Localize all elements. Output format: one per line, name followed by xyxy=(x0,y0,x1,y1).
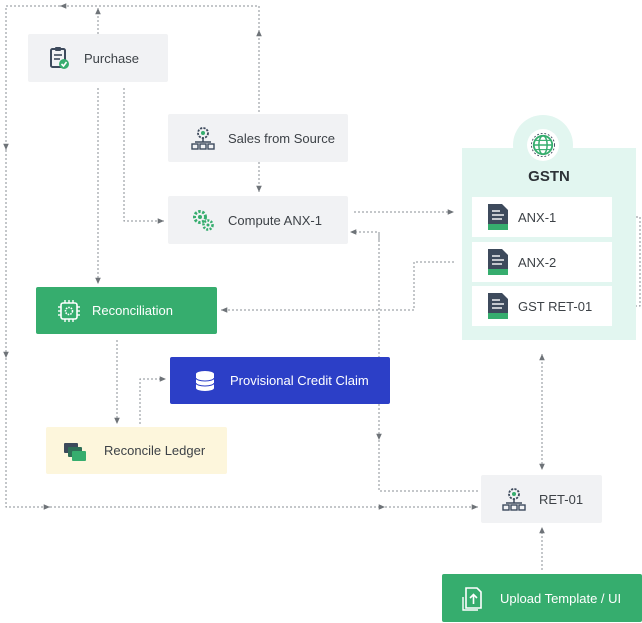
ret01-node[interactable]: RET-01 xyxy=(481,475,602,523)
gstn-doc-anx2[interactable]: ANX-2 xyxy=(472,242,612,282)
compute-anx1-label: Compute ANX-1 xyxy=(228,212,322,228)
gstn-title: GSTN xyxy=(528,168,570,185)
upload-template-node[interactable]: Upload Template / UI xyxy=(442,574,642,622)
provisional-credit-claim-node[interactable]: Provisional Credit Claim xyxy=(170,357,390,404)
connector-left-loop-down xyxy=(3,5,60,150)
reconcile-ledger-label: Reconcile Ledger xyxy=(104,443,206,458)
connector-sales-top-loop xyxy=(60,3,260,112)
gears-icon xyxy=(190,207,216,233)
purchase-label: Purchase xyxy=(84,50,139,66)
gstn-doc-anx1[interactable]: ANX-1 xyxy=(472,197,612,237)
reconciliation-node[interactable]: Reconciliation xyxy=(36,287,217,334)
upload-template-label: Upload Template / UI xyxy=(500,590,622,606)
gstn-badge xyxy=(513,115,573,175)
gstn-doc-anx2-label: ANX-2 xyxy=(518,254,557,270)
globe-icon xyxy=(527,129,559,161)
gstn-doc-gst-ret01[interactable]: GST RET-01 xyxy=(472,286,612,326)
gstn-doc-anx1-label: ANX-1 xyxy=(518,209,557,225)
upload-file-icon xyxy=(460,585,486,611)
sales-from-source-label: Sales from Source xyxy=(228,130,335,146)
purchase-node[interactable]: Purchase xyxy=(28,34,168,82)
reconciliation-label: Reconciliation xyxy=(92,303,173,318)
document-icon xyxy=(486,248,510,276)
connector-ledger-provisional xyxy=(139,376,166,424)
connector-anx2-reconciliation xyxy=(221,261,454,313)
connector-left-bottom xyxy=(5,358,50,510)
ret01-label: RET-01 xyxy=(539,491,584,507)
document-icon xyxy=(486,292,510,320)
connector-purchase-compute xyxy=(123,88,164,224)
gear-network-icon xyxy=(190,125,216,151)
provisional-credit-claim-label: Provisional Credit Claim xyxy=(230,373,369,388)
clipboard-check-icon xyxy=(46,45,72,71)
gstn-doc-gst-ret01-label: GST RET-01 xyxy=(518,298,593,314)
stacked-cards-icon xyxy=(62,438,88,464)
processor-gear-icon xyxy=(56,298,82,324)
sales-from-source-node[interactable]: Sales from Source xyxy=(168,114,348,162)
coin-stack-icon xyxy=(192,368,218,394)
compute-anx1-node[interactable]: Compute ANX-1 xyxy=(168,196,348,244)
document-icon xyxy=(486,203,510,231)
reconcile-ledger-node[interactable]: Reconcile Ledger xyxy=(46,427,227,474)
gear-network-icon xyxy=(501,486,527,512)
